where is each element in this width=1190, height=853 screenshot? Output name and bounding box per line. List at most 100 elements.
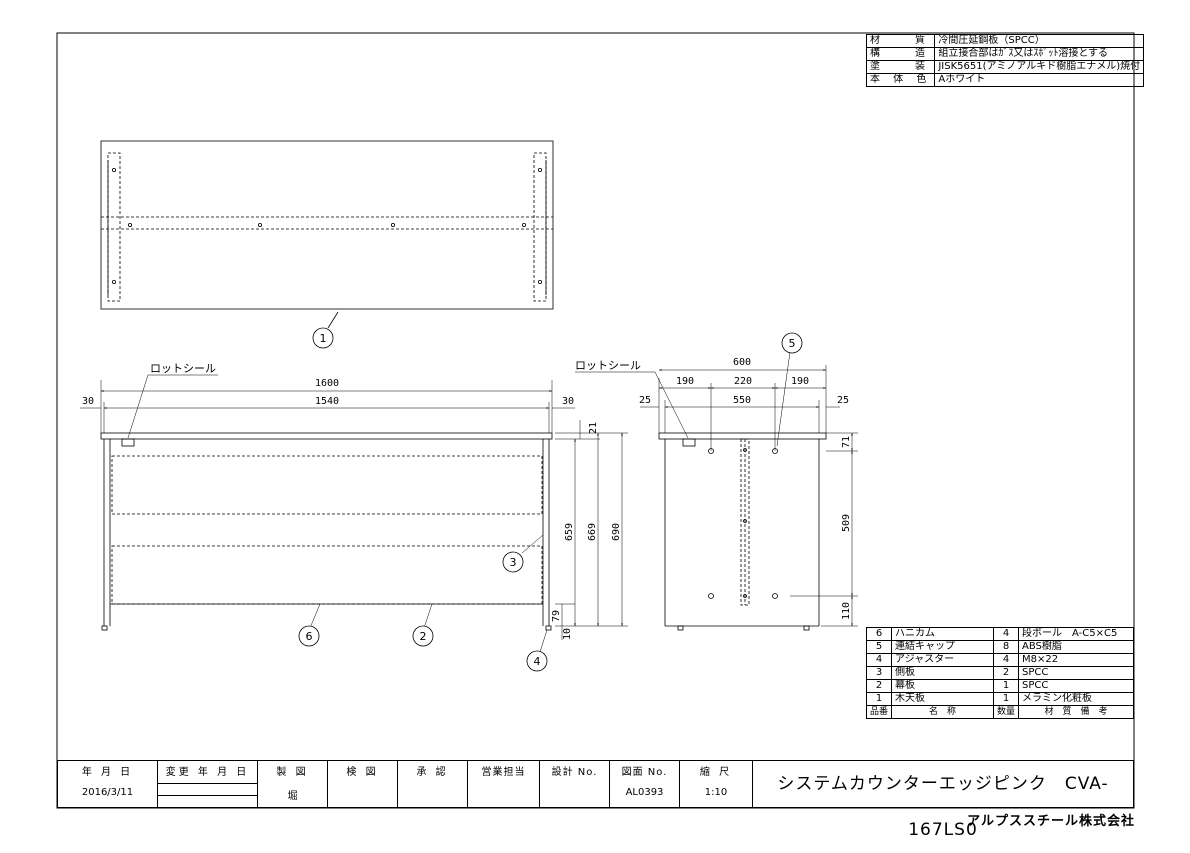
tb-date-label: 年 月 日 [81,767,134,778]
title-block: 年 月 日 2016/3/11 変更 年 月 日 製 図 堀 検 図 承 認 営… [57,760,1134,840]
dim-front-left-offset: 30 [82,396,94,407]
parts-header-row: 品番名 称数量材 質 備 考 [865,705,1134,719]
parts-header-name: 名 称 [891,705,995,719]
product-name: システムカウンターエッジピンク CVA-167LS0 [777,774,1109,840]
part-no: 5 [865,640,893,654]
part-qty: 8 [993,640,1020,654]
part-material: ABS樹脂 [1018,640,1134,654]
tb-checked: 検 図 [328,761,398,807]
spec-row: 材 質冷間圧延鋼板（SPCC） [865,34,1145,48]
parts-header-material: 材 質 備 考 [1018,705,1134,719]
dim-front-inner-width: 1540 [315,396,339,407]
tb-change-label: 変更 年 月 日 [165,767,250,778]
dim-front-h669: 669 [587,523,598,541]
tb-sales-label: 営業担当 [481,767,526,778]
balloon-3: 3 [502,551,524,573]
balloon-6: 6 [298,625,320,647]
tb-date: 年 月 日 2016/3/11 [58,761,158,807]
spec-key: 構 造 [865,47,936,61]
balloon-1: 1 [312,327,334,349]
tb-drafter-label: 製 図 [276,767,309,778]
tb-drawing-no-value: AL0393 [625,787,664,798]
part-no: 2 [865,679,893,693]
part-name: 幕板 [891,679,995,693]
part-name: ハニカム [891,627,995,641]
balloon-2: 2 [412,625,434,647]
dim-side-25-right: 25 [837,395,849,406]
tb-scale: 縮 尺 1:10 [680,761,753,807]
spec-value: JISK5651(アミノアルキド樹脂エナメル)焼付 [934,60,1145,74]
maker-name: アルプススチール株式会社 [967,814,1135,829]
dim-side-25-left: 25 [639,395,651,406]
tb-approved-label: 承 認 [416,767,449,778]
tb-design-no: 設計 No. [540,761,610,807]
parts-header-qty: 数量 [993,705,1020,719]
tb-scale-value: 1:10 [704,787,728,798]
dim-front-total-width: 1600 [315,378,339,389]
tb-drafter: 製 図 堀 [258,761,328,807]
balloon-1-label: 1 [320,332,327,345]
spec-table: 材 質冷間圧延鋼板（SPCC） 構 造組立接合部はｶﾞｽ又はｽﾎﾟｯﾄ溶接とする… [865,34,1145,87]
dim-side-550: 550 [733,395,751,406]
tb-sales: 営業担当 [468,761,540,807]
parts-header-no: 品番 [865,705,893,719]
dim-side-190-right: 190 [791,376,809,387]
top-view [100,140,554,329]
dim-front-bottom-gap: 79 [551,610,562,622]
dim-front-h690: 690 [611,523,622,541]
part-name: 木天板 [891,692,995,706]
part-name: 連結キャップ [891,640,995,654]
dim-side-110: 110 [841,602,852,620]
part-no: 4 [865,653,893,667]
balloon-4-label: 4 [534,655,541,668]
part-no: 6 [865,627,893,641]
dim-front-top-thickness: 21 [588,422,599,434]
tb-scale-label: 縮 尺 [699,767,733,778]
spec-row: 構 造組立接合部はｶﾞｽ又はｽﾎﾟｯﾄ溶接とする [865,47,1145,61]
tb-drafter-value: 堀 [287,791,298,802]
tb-drawing-no: 図面 No. AL0393 [610,761,680,807]
part-qty: 4 [993,627,1020,641]
part-name: アジャスター [891,653,995,667]
part-name: 側板 [891,666,995,680]
tb-drawing-no-label: 図面 No. [621,767,668,778]
balloon-2-label: 2 [420,630,427,643]
sheet-border [56,32,1135,809]
dim-side-190-left: 190 [676,376,694,387]
part-qty: 2 [993,666,1020,680]
dim-side-220: 220 [734,376,752,387]
spec-key: 本 体 色 [865,73,936,87]
side-lot-seal-label: ロットシール [575,359,641,372]
tb-date-value: 2016/3/11 [81,787,134,798]
tb-checked-label: 検 図 [346,767,379,778]
tb-design-no-label: 設計 No. [551,767,598,778]
spec-value: 組立接合部はｶﾞｽ又はｽﾎﾟｯﾄ溶接とする [934,47,1145,61]
tb-change: 変更 年 月 日 [158,761,258,807]
balloon-4: 4 [526,650,548,672]
part-qty: 1 [993,692,1020,706]
spec-key: 材 質 [865,34,936,48]
part-no: 1 [865,692,893,706]
balloon-3-label: 3 [510,556,517,569]
front-lot-seal-label: ロットシール [150,362,216,375]
part-qty: 4 [993,653,1020,667]
part-material: SPCC [1018,679,1134,693]
dim-side-509: 509 [841,514,852,532]
part-material: M8×22 [1018,653,1134,667]
dim-front-foot: 10 [562,628,573,640]
part-material: メラミン化粧板 [1018,692,1134,706]
part-qty: 1 [993,679,1020,693]
part-no: 3 [865,666,893,680]
tb-approved: 承 認 [398,761,468,807]
spec-key: 塗 装 [865,60,936,74]
balloon-5: 5 [781,332,803,354]
part-material: 段ボール A-C5×C5 [1018,627,1134,641]
side-view [575,351,858,631]
